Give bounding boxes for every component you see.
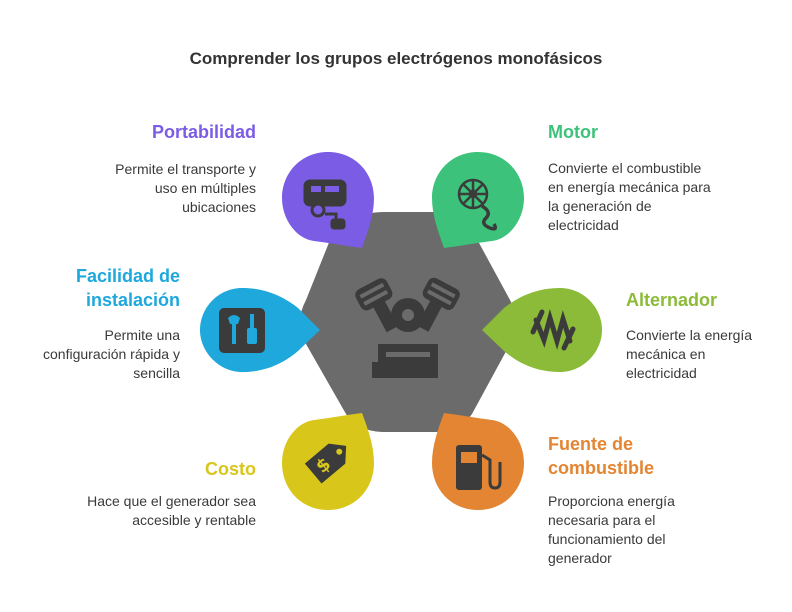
- alternador-bubble: [482, 288, 602, 372]
- instalacion-bubble: [200, 288, 320, 372]
- engine-icon: [355, 277, 460, 378]
- desc-motor: Convierte el combustible en energía mecá…: [548, 160, 711, 233]
- desc-instalacion: Permite una configuración rápida y senci…: [43, 327, 180, 381]
- label-motor: Motor: [548, 122, 598, 142]
- label-instalacion: Facilidad de instalación: [75, 266, 180, 310]
- tools-icon: [219, 308, 265, 353]
- combustible-bubble: [432, 413, 524, 510]
- camper-trailer-icon: [303, 179, 347, 230]
- desc-costo: Hace que el generador sea accesible y re…: [87, 493, 256, 528]
- desc-combustible: Proporciona energía necesaria para el fu…: [548, 493, 675, 566]
- label-costo: Costo: [205, 459, 256, 479]
- turbine-icon: [457, 178, 498, 231]
- desc-alternador: Convierte la energía mecánica en electri…: [626, 327, 753, 381]
- price-tag-icon: $: [304, 443, 347, 484]
- fuel-pump-icon: [456, 445, 502, 490]
- label-combustible: Fuente de combustible: [548, 434, 655, 478]
- costo-bubble: $: [282, 413, 374, 510]
- portabilidad-bubble: [282, 152, 374, 248]
- motor-bubble: [432, 152, 524, 248]
- page-title: Comprender los grupos electrógenos monof…: [189, 49, 603, 68]
- label-alternador: Alternador: [626, 290, 718, 310]
- coil-icon: [530, 308, 576, 351]
- desc-portabilidad: Permite el transporte y uso en múltiples…: [115, 161, 256, 215]
- label-portabilidad: Portabilidad: [151, 122, 256, 142]
